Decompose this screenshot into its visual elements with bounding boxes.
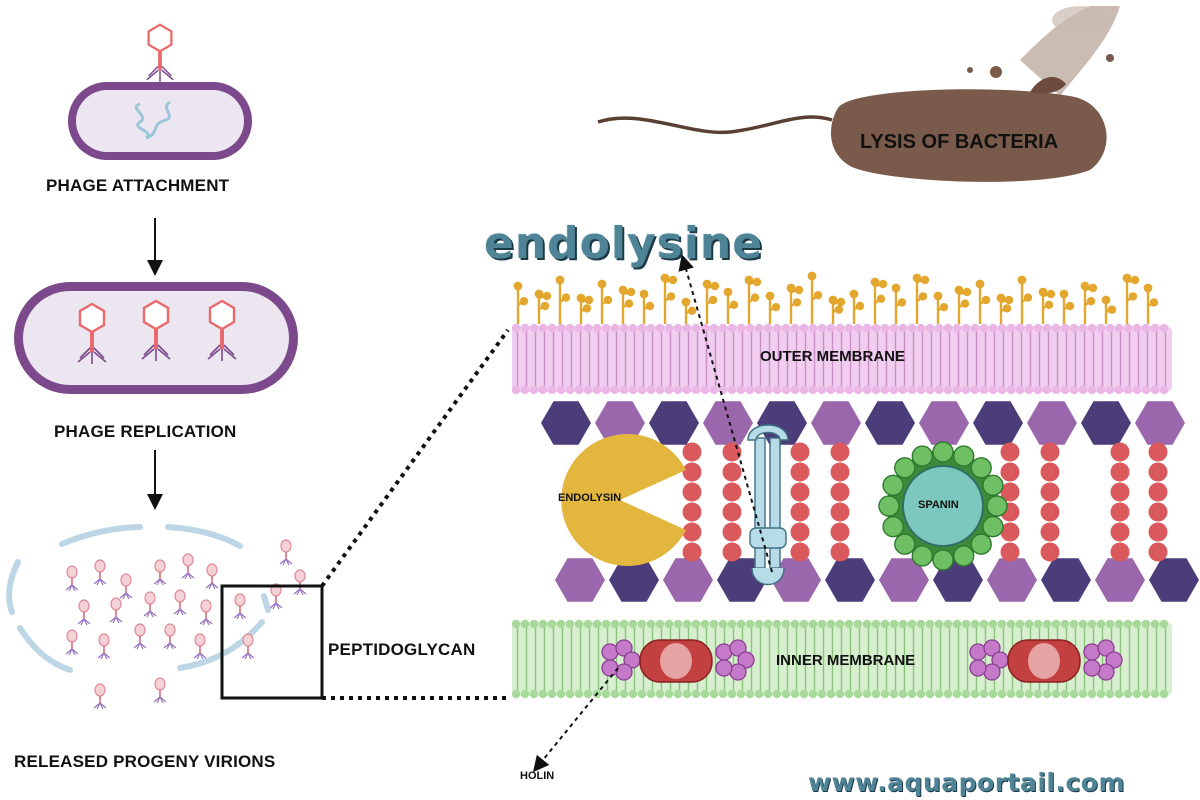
membrane-spanning-protein bbox=[747, 424, 789, 585]
holin-protein-left bbox=[601, 639, 755, 683]
endolysine-pointer-arrow bbox=[678, 254, 773, 573]
peptidoglycan-glycan-strand-bottom bbox=[555, 558, 1199, 602]
title-endolysine: endolysine bbox=[484, 218, 764, 269]
label-endolysin: ENDOLYSIN bbox=[558, 492, 622, 504]
attachment-bacterium bbox=[68, 82, 252, 160]
label-phage-attachment: PHAGE ATTACHMENT bbox=[46, 176, 230, 195]
peptidoglycan-peptide-crosslinks bbox=[682, 442, 1168, 562]
progeny-virions bbox=[65, 539, 307, 710]
lps-sugar-chains bbox=[513, 271, 1159, 324]
zoom-line-top bbox=[320, 328, 510, 588]
endolysin-enzyme bbox=[561, 434, 686, 567]
peptidoglycan-glycan-strand-top bbox=[541, 401, 1185, 445]
outer-membrane-headgroups bbox=[511, 323, 1169, 395]
lysing-bacterium bbox=[597, 6, 1120, 182]
label-holin: HOLIN bbox=[520, 770, 555, 782]
outer-membrane bbox=[512, 326, 1172, 392]
label-spanin: SPANIN bbox=[918, 499, 959, 511]
inner-membrane-headgroups bbox=[511, 619, 1169, 699]
label-phage-replication: PHAGE REPLICATION bbox=[54, 422, 237, 441]
label-released-progeny-virions: RELEASED PROGENY VIRIONS bbox=[14, 752, 276, 771]
lysed-bacterium-fragments bbox=[6, 524, 271, 673]
holin-protein-right bbox=[969, 639, 1123, 683]
spanin-core bbox=[902, 465, 984, 547]
zoom-box bbox=[220, 584, 324, 700]
label-inner-membrane: INNER MEMBRANE bbox=[776, 652, 916, 669]
label-outer-membrane: OUTER MEMBRANE bbox=[760, 348, 905, 365]
attaching-phage-icon bbox=[145, 23, 175, 83]
label-peptidoglycan: PEPTIDOGLYCAN bbox=[328, 640, 476, 659]
holin-pointer-arrow bbox=[532, 667, 619, 773]
label-lysis-of-bacteria: LYSIS OF BACTERIA bbox=[860, 131, 1059, 153]
watermark-text: www.aquaportail.com bbox=[808, 768, 1126, 797]
